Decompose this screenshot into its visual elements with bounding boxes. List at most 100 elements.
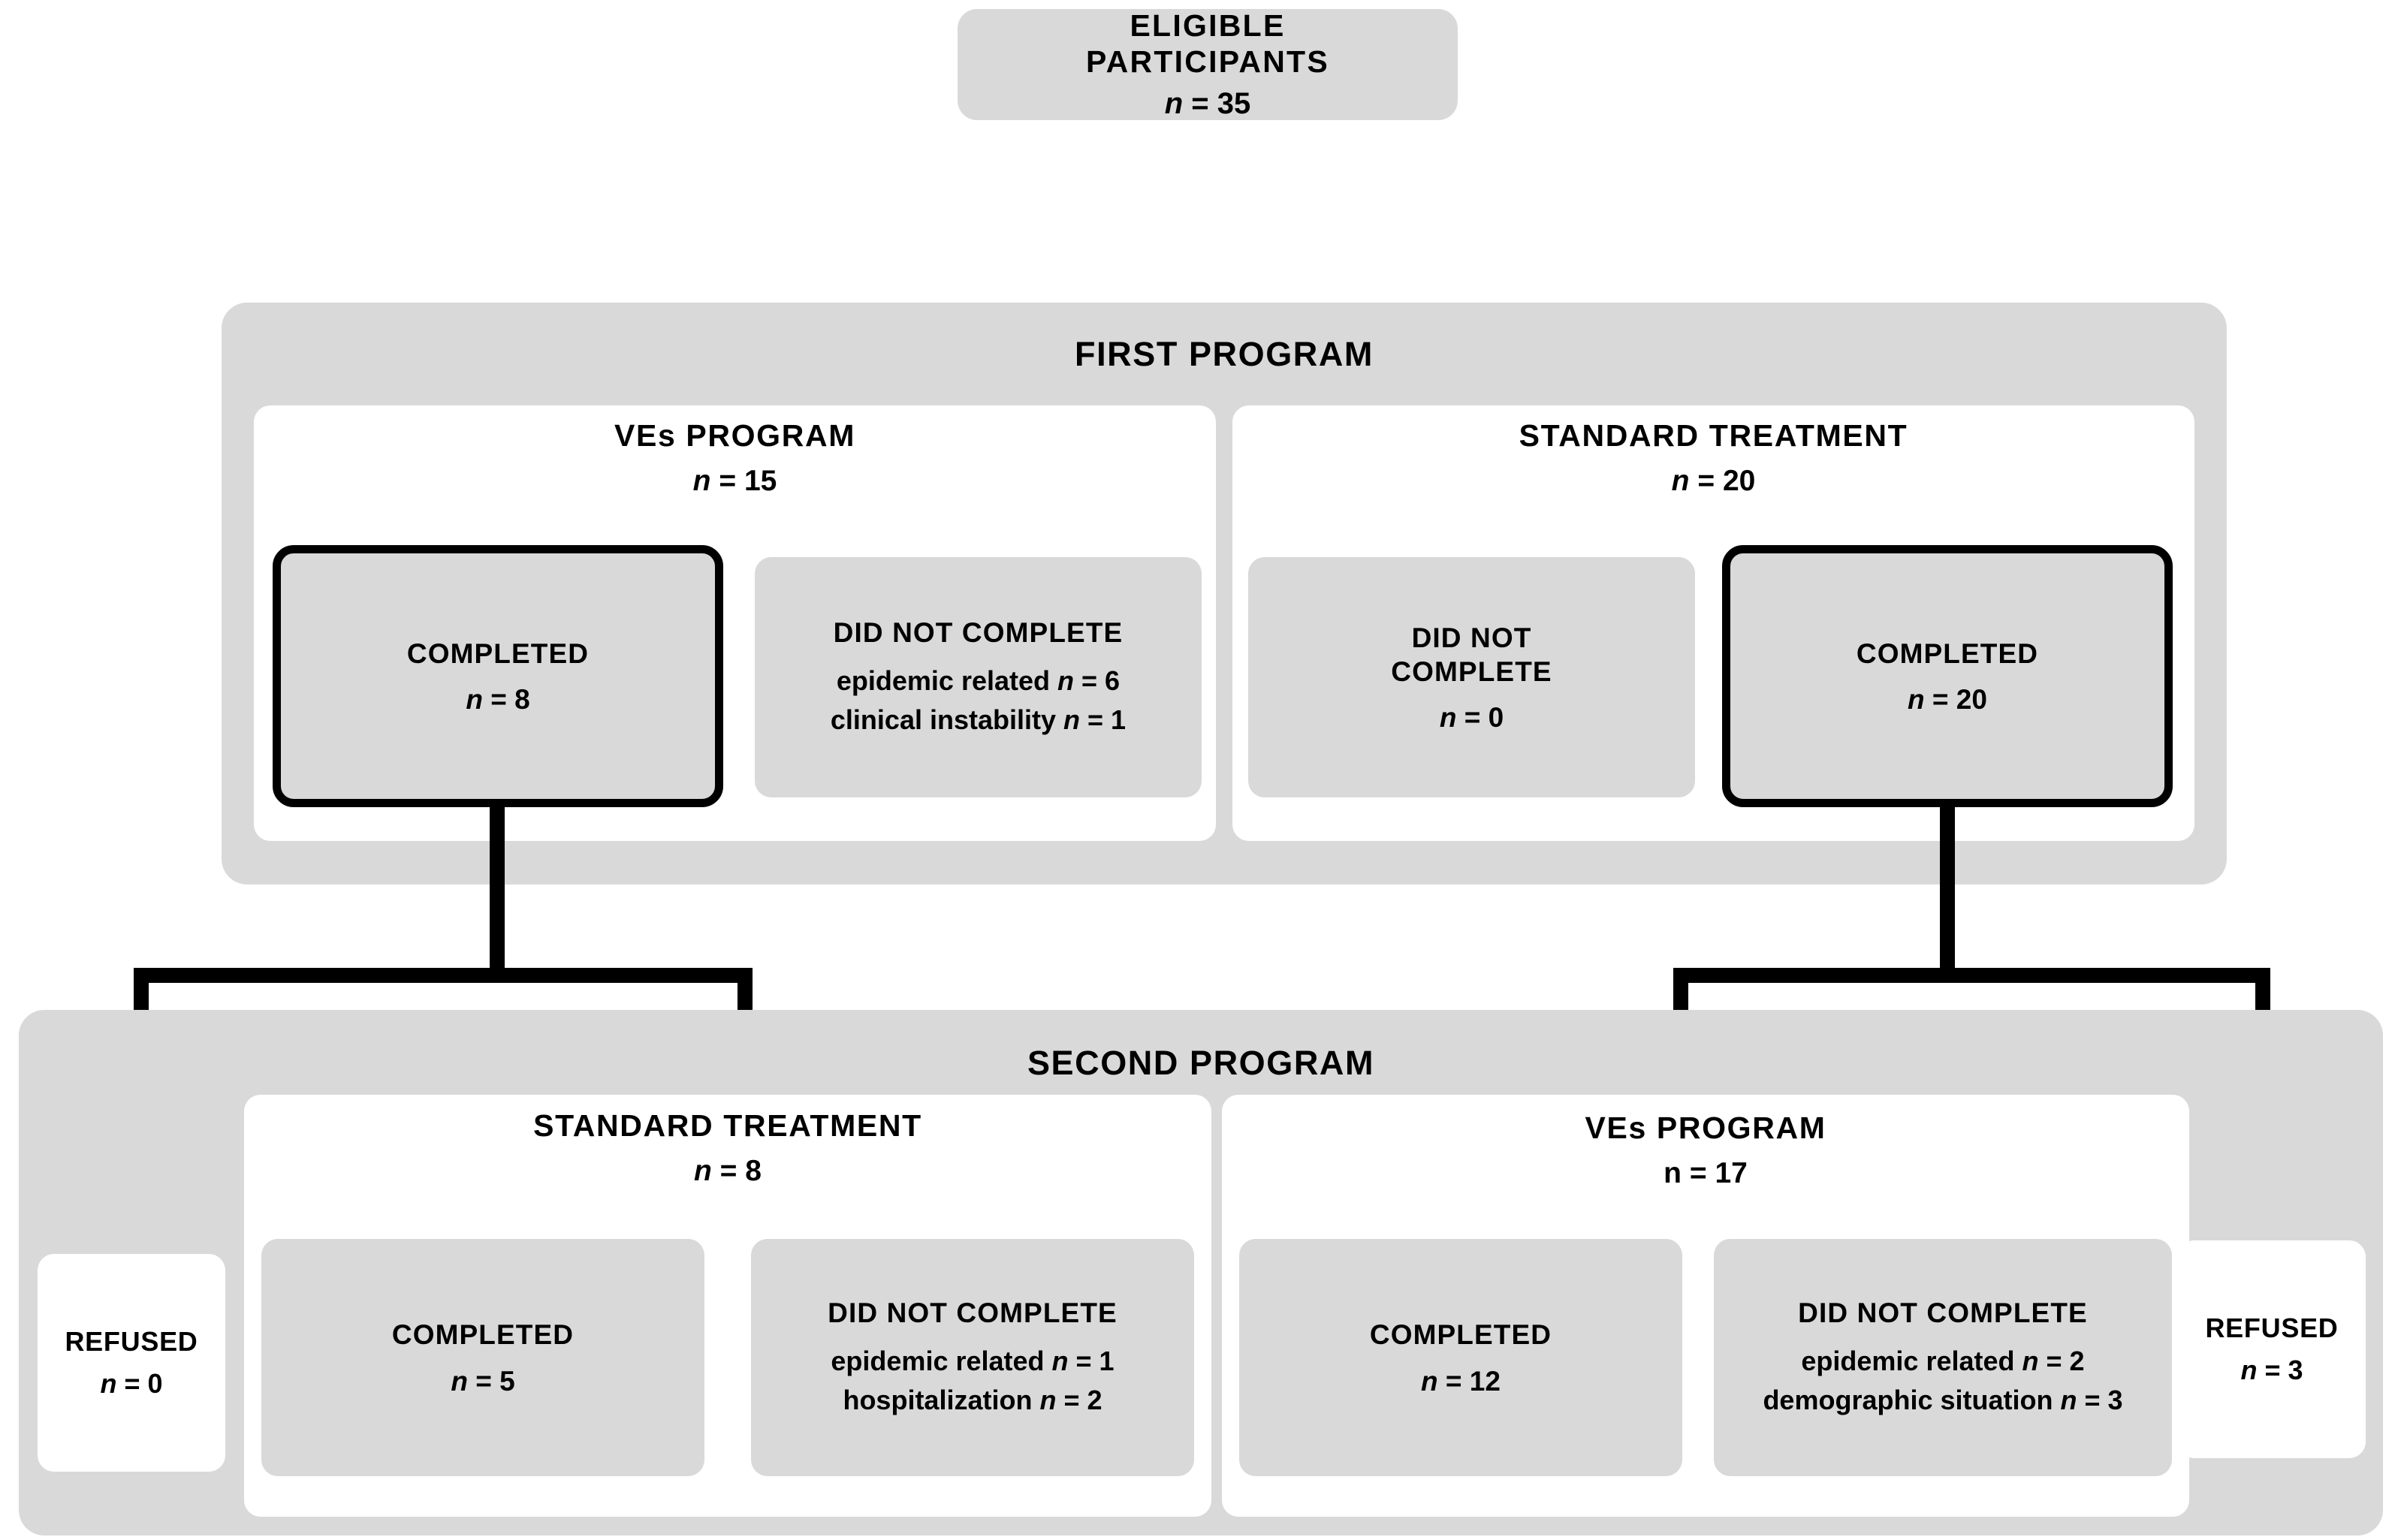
box-second-standard-did-not-complete: DID NOT COMPLETE epidemic related n = 1 … (751, 1239, 1194, 1476)
box-refused-right-count: n = 3 (2240, 1355, 2303, 1386)
panel-second-ves-count: n = 17 (1222, 1156, 2189, 1191)
box-second-ves-completed-count: n = 12 (1421, 1366, 1501, 1397)
box-first-standard-dnc-title-2: COMPLETE (1391, 656, 1552, 687)
connector-left-stem (490, 807, 505, 975)
n-italic: n (1057, 665, 1075, 697)
n-italic: n (451, 1365, 468, 1397)
n-value: = 6 (1074, 665, 1121, 697)
panel-first-standard-count: n = 20 (1232, 464, 2194, 499)
box-first-standard-completed: COMPLETED n = 20 (1722, 545, 2173, 807)
box-first-ves-completed-count: n = 8 (466, 684, 529, 716)
reason-row: demographic situation n = 3 (1763, 1381, 2122, 1419)
n-italic: n (1164, 87, 1184, 121)
n-italic: n (1908, 684, 1925, 716)
n-value: = 2 (1056, 1384, 1102, 1415)
n-value: = 3 (2264, 1355, 2303, 1385)
connector-right-bar (1673, 968, 2270, 983)
box-refused-right: REFUSED n = 3 (2178, 1240, 2366, 1458)
n-italic: n (2022, 1346, 2039, 1377)
panel-second-standard-count: n = 8 (244, 1154, 1211, 1189)
box-first-ves-completed-title: COMPLETED (406, 637, 590, 669)
n-italic: n (2240, 1355, 2258, 1385)
n-italic: n (1051, 1346, 1069, 1377)
reason-row: epidemic related n = 1 (831, 1342, 1114, 1380)
n-italic: n (466, 684, 483, 716)
box-first-standard-completed-title: COMPLETED (1856, 637, 2039, 669)
n-value: = 5 (475, 1365, 515, 1397)
reason-text: demographic situation (1763, 1384, 2061, 1415)
box-second-standard-dnc-title: DID NOT COMPLETE (828, 1297, 1118, 1329)
reason-text: epidemic related (831, 1346, 1052, 1377)
n-value: = 35 (1191, 87, 1251, 121)
panel-first-ves-header: VEs PROGRAM n = 15 (254, 417, 1216, 499)
n-value: = 8 (490, 684, 530, 716)
n-italic: n (1039, 1384, 1057, 1415)
n-value: = 2 (2038, 1346, 2085, 1377)
eligible-count: n = 35 (1165, 86, 1251, 122)
eligible-title-line1: ELIGIBLE (1130, 8, 1286, 43)
n-value: = 0 (124, 1368, 163, 1399)
box-refused-left-count: n = 0 (100, 1368, 162, 1400)
box-second-ves-dnc-reasons: epidemic related n = 2 demographic situa… (1763, 1342, 2122, 1418)
box-refused-left-title: REFUSED (65, 1326, 198, 1357)
reason-row: clinical instability n = 1 (831, 701, 1126, 739)
n-value: = 17 (1689, 1157, 1748, 1190)
box-second-standard-completed: COMPLETED n = 5 (261, 1239, 704, 1476)
panel-second-standard-title: STANDARD TREATMENT (533, 1108, 922, 1143)
box-second-standard-dnc-reasons: epidemic related n = 1 hospitalization n… (831, 1342, 1114, 1418)
box-first-standard-dnc-title-1: DID NOT (1411, 622, 1532, 653)
panel-second-ves-title: VEs PROGRAM (1585, 1111, 1826, 1145)
box-first-ves-did-not-complete: DID NOT COMPLETE epidemic related n = 6 … (755, 557, 1202, 797)
n-italic: n (1671, 465, 1690, 498)
box-refused-right-title: REFUSED (2205, 1312, 2339, 1343)
box-second-standard-completed-title: COMPLETED (391, 1319, 575, 1351)
reason-row: hospitalization n = 2 (831, 1381, 1114, 1419)
n-value: = 20 (1932, 684, 1987, 716)
eligible-title-line2: PARTICIPANTS (1086, 44, 1329, 79)
panel-first-ves-count: n = 15 (254, 464, 1216, 499)
box-second-ves-dnc-title: DID NOT COMPLETE (1798, 1297, 2088, 1329)
box-first-standard-did-not-complete: DID NOT COMPLETE n = 0 (1248, 557, 1695, 797)
n-value: = 8 (719, 1155, 762, 1188)
band-first-program-title: FIRST PROGRAM (1075, 335, 1374, 373)
panel-first-standard-title: STANDARD TREATMENT (1519, 418, 1908, 453)
box-first-ves-dnc-reasons: epidemic related n = 6 clinical instabil… (831, 662, 1126, 738)
n-italic: n (1063, 704, 1081, 735)
box-second-ves-did-not-complete: DID NOT COMPLETE epidemic related n = 2 … (1714, 1239, 2172, 1476)
box-first-ves-completed: COMPLETED n = 8 (273, 545, 723, 807)
n-italic: n (2060, 1384, 2077, 1415)
n-italic: n (1421, 1365, 1438, 1397)
n-value: = 0 (1464, 702, 1504, 734)
connector-left-bar (134, 968, 753, 983)
reason-row: epidemic related n = 2 (1763, 1342, 2122, 1380)
n-value: = 12 (1445, 1365, 1501, 1397)
panel-first-standard-header: STANDARD TREATMENT n = 20 (1232, 417, 2194, 499)
n-italic: n (1439, 702, 1457, 734)
n-value: = 1 (1080, 704, 1127, 735)
reason-text: hospitalization (843, 1384, 1040, 1415)
box-first-ves-dnc-title: DID NOT COMPLETE (833, 617, 1124, 649)
box-second-ves-completed: COMPLETED n = 12 (1239, 1239, 1682, 1476)
reason-text: epidemic related (836, 665, 1058, 697)
panel-second-ves-header: VEs PROGRAM n = 17 (1222, 1110, 2189, 1191)
box-first-standard-dnc-count: n = 0 (1440, 702, 1504, 734)
n-value: = 20 (1697, 465, 1756, 498)
reason-text: epidemic related (1801, 1346, 2022, 1377)
box-first-standard-completed-count: n = 20 (1908, 684, 1987, 716)
panel-second-standard-header: STANDARD TREATMENT n = 8 (244, 1108, 1211, 1189)
n-value: = 3 (2077, 1384, 2123, 1415)
n-italic: n (100, 1368, 117, 1399)
panel-first-ves-title: VEs PROGRAM (614, 418, 856, 453)
band-second-program-title: SECOND PROGRAM (1027, 1044, 1375, 1082)
n-plain: n (1664, 1157, 1682, 1190)
box-refused-left: REFUSED n = 0 (38, 1254, 225, 1472)
n-value: = 15 (719, 465, 777, 498)
n-italic: n (692, 465, 711, 498)
node-eligible-participants: ELIGIBLE PARTICIPANTS n = 35 (958, 8, 1458, 122)
reason-text: clinical instability (830, 704, 1064, 735)
box-second-ves-completed-title: COMPLETED (1369, 1319, 1552, 1351)
connector-right-stem (1940, 807, 1955, 975)
n-italic: n (694, 1155, 712, 1188)
reason-row: epidemic related n = 6 (831, 662, 1126, 700)
